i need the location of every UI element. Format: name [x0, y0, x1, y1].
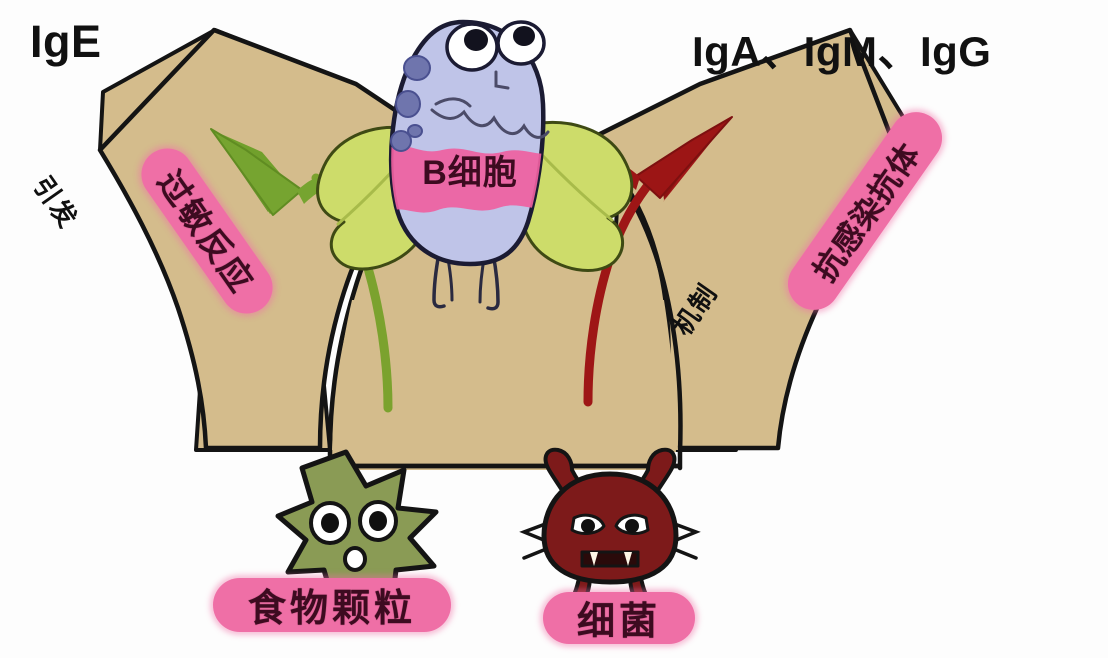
badge-food-particle: 食物颗粒	[213, 578, 451, 632]
bacterium-character	[519, 447, 701, 611]
b-cell-spots	[390, 55, 431, 152]
b-cell-character	[316, 19, 634, 311]
b-cell-eyes	[445, 20, 546, 72]
allergy-pathway-arrow	[210, 128, 393, 413]
badge-bacteria-text: 细菌	[576, 600, 661, 643]
bacterium-fang-right	[624, 552, 632, 566]
bacterium-fang-left	[590, 552, 598, 566]
bacterium-eyes	[570, 513, 650, 535]
bacterium-body	[541, 471, 679, 585]
badge-food-particle-text: 食物颗粒	[247, 587, 416, 630]
food-particle-character	[275, 449, 439, 607]
b-cell-label: B细胞	[422, 154, 518, 192]
label-ige: IgE	[30, 16, 102, 67]
badge-bacteria: 细菌	[543, 592, 695, 644]
b-cell-name-band	[391, 145, 544, 213]
label-iga-igm-igg: IgA、IgM、IgG	[692, 28, 992, 75]
b-cell-face	[430, 70, 550, 139]
